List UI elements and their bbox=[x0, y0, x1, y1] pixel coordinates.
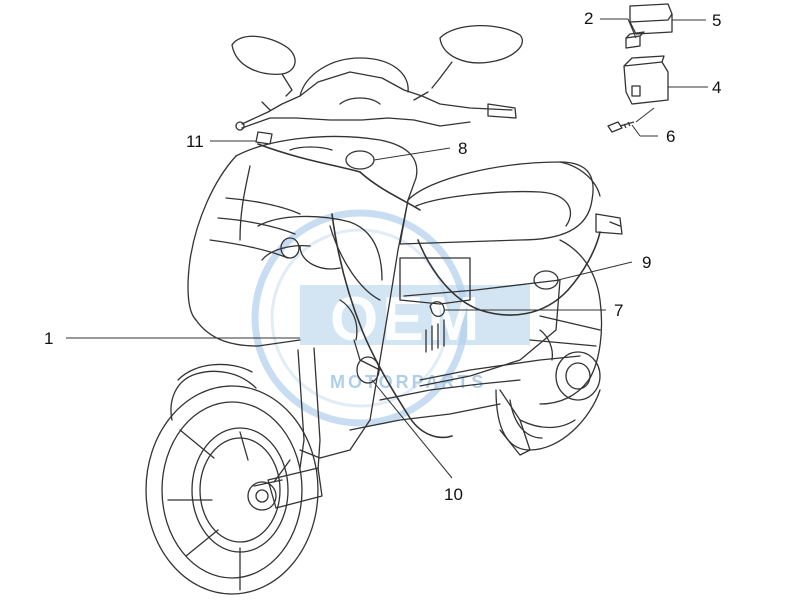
grommet-10 bbox=[356, 356, 380, 384]
front-fork bbox=[253, 347, 323, 509]
left-mirror bbox=[231, 35, 296, 97]
floorboard bbox=[349, 257, 581, 431]
relay-2 bbox=[625, 35, 641, 49]
grommet-2 bbox=[280, 237, 300, 259]
callout-2: 2 bbox=[584, 9, 593, 28]
leader-line-10 bbox=[371, 379, 453, 479]
callout-7: 7 bbox=[614, 301, 623, 320]
callout-11: 11 bbox=[186, 132, 204, 151]
front-wheel bbox=[145, 363, 319, 595]
leader-line-6 bbox=[631, 124, 641, 137]
clip-7 bbox=[429, 301, 445, 318]
vent-grille bbox=[425, 319, 445, 353]
front-shield bbox=[187, 135, 418, 459]
right-mirror bbox=[431, 24, 523, 89]
grommet-8 bbox=[345, 150, 375, 170]
callout-9: 9 bbox=[642, 253, 651, 272]
callout-1: 1 bbox=[44, 329, 53, 348]
relay-cap-5 bbox=[629, 3, 673, 35]
leader-lines bbox=[66, 18, 708, 479]
callouts: 1 2 4 5 6 7 8 9 10 11 bbox=[44, 9, 721, 504]
relay-holder-4 bbox=[623, 61, 669, 105]
watermark-logo: OEM MOTORPARTS bbox=[251, 209, 530, 427]
grommet-9 bbox=[533, 270, 559, 290]
callout-6: 6 bbox=[666, 127, 675, 146]
part-11 bbox=[255, 131, 273, 145]
watermark-sub-text: MOTORPARTS bbox=[330, 372, 486, 392]
handlebar bbox=[235, 57, 517, 131]
leader-line-9 bbox=[557, 261, 633, 281]
screw-6 bbox=[607, 121, 623, 133]
callout-10: 10 bbox=[444, 485, 463, 504]
callout-8: 8 bbox=[458, 139, 467, 158]
leader-line-8 bbox=[373, 147, 451, 161]
callout-5: 5 bbox=[712, 11, 721, 30]
seat bbox=[399, 161, 623, 245]
relay-assembly bbox=[607, 3, 673, 133]
callout-4: 4 bbox=[712, 78, 721, 97]
leader-line-6c bbox=[635, 107, 655, 123]
rear-wheel bbox=[495, 389, 601, 451]
leader-line-2b bbox=[627, 18, 637, 39]
scooter-drawing bbox=[145, 24, 623, 595]
